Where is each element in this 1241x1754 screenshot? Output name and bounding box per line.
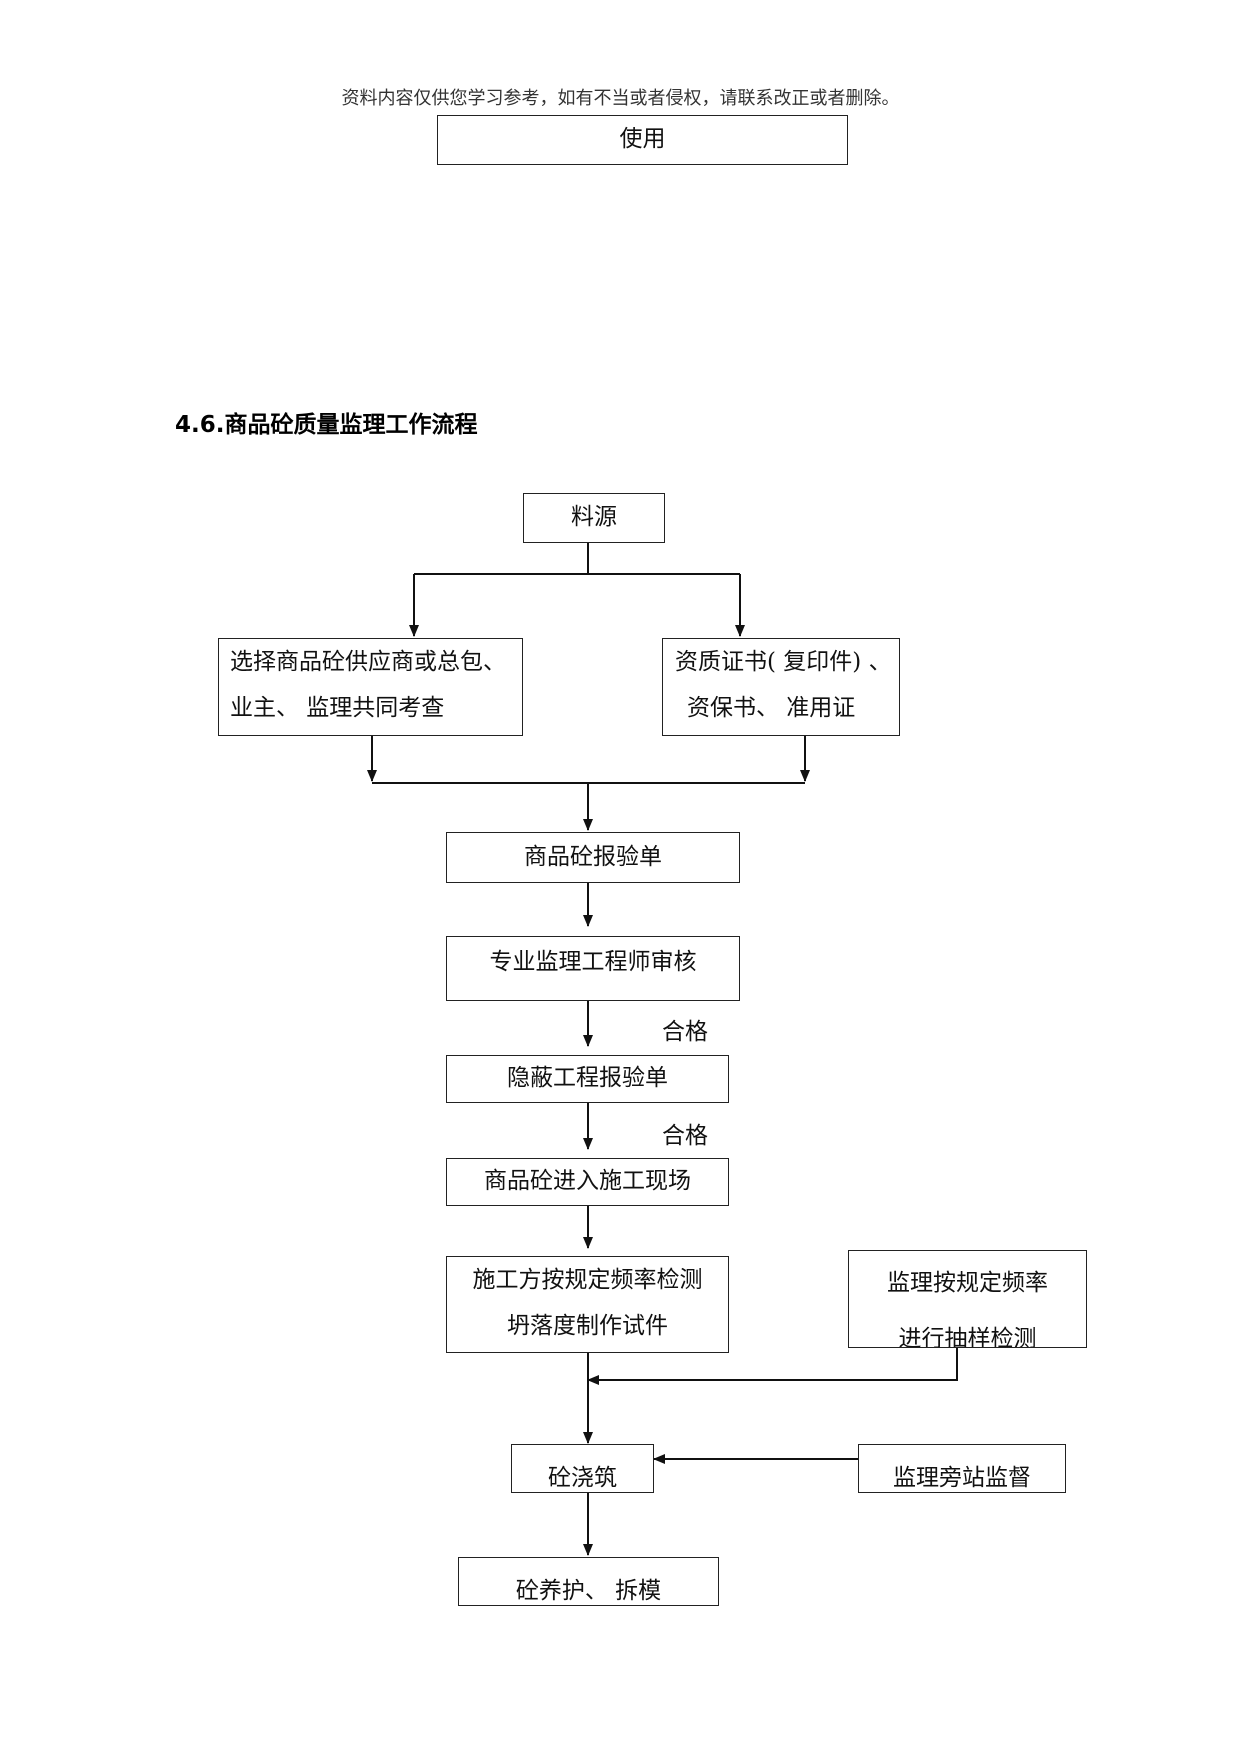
qualification-box: 资质证书( 复印件) 、 资保书、 准用证	[662, 638, 900, 736]
curing-box: 砼养护、 拆模	[458, 1557, 719, 1606]
source-box: 料源	[523, 493, 665, 543]
supervisor-sampling-line1: 监理按规定频率	[887, 1270, 1048, 1296]
concealed-works-box: 隐蔽工程报验单	[446, 1055, 729, 1103]
qualification-line1: 资质证书( 复印件) 、	[675, 649, 892, 675]
section-title: 4.6.商品砼质量监理工作流程	[175, 412, 478, 438]
inspection-report-box: 商品砼报验单	[446, 832, 740, 883]
pass-label-1: 合格	[662, 1019, 708, 1045]
qualification-line2: 资保书、 准用证	[687, 695, 856, 721]
concealed-works-label: 隐蔽工程报验单	[507, 1065, 668, 1091]
contractor-testing-line2: 坍落度制作试件	[507, 1313, 668, 1339]
enter-site-box: 商品砼进入施工现场	[446, 1158, 729, 1206]
engineer-review-box: 专业监理工程师审核	[446, 936, 740, 1001]
enter-site-label: 商品砼进入施工现场	[484, 1168, 691, 1194]
pass-label-2: 合格	[662, 1123, 708, 1149]
curing-label: 砼养护、 拆模	[515, 1578, 662, 1604]
pouring-box: 砼浇筑	[511, 1444, 654, 1493]
inspection-report-label: 商品砼报验单	[524, 844, 662, 870]
supplier-selection-line1: 选择商品砼供应商或总包、	[230, 649, 506, 675]
connector-from-supervisor-sampling	[587, 1347, 958, 1385]
contractor-testing-line1: 施工方按规定频率检测	[472, 1267, 703, 1293]
supervisor-sampling-box: 监理按规定频率 进行抽样检测	[848, 1250, 1087, 1348]
engineer-review-label: 专业监理工程师审核	[489, 949, 697, 975]
supervisor-sampling-line2: 进行抽样检测	[898, 1326, 1037, 1348]
pouring-label: 砼浇筑	[548, 1465, 617, 1491]
contractor-testing-box: 施工方按规定频率检测 坍落度制作试件	[446, 1256, 729, 1353]
source-label: 料源	[571, 504, 617, 530]
copyright-notice: 资料内容仅供您学习参考，如有不当或者侵权，请联系改正或者删除。	[341, 88, 900, 109]
supervisor-onsite-label: 监理旁站监督	[893, 1465, 1031, 1491]
supplier-selection-box: 选择商品砼供应商或总包、 业主、 监理共同考查	[218, 638, 523, 736]
usage-box: 使用	[437, 115, 848, 165]
supplier-selection-line2: 业主、 监理共同考查	[230, 695, 445, 721]
supervisor-onsite-box: 监理旁站监督	[858, 1444, 1066, 1493]
usage-label: 使用	[619, 126, 666, 152]
